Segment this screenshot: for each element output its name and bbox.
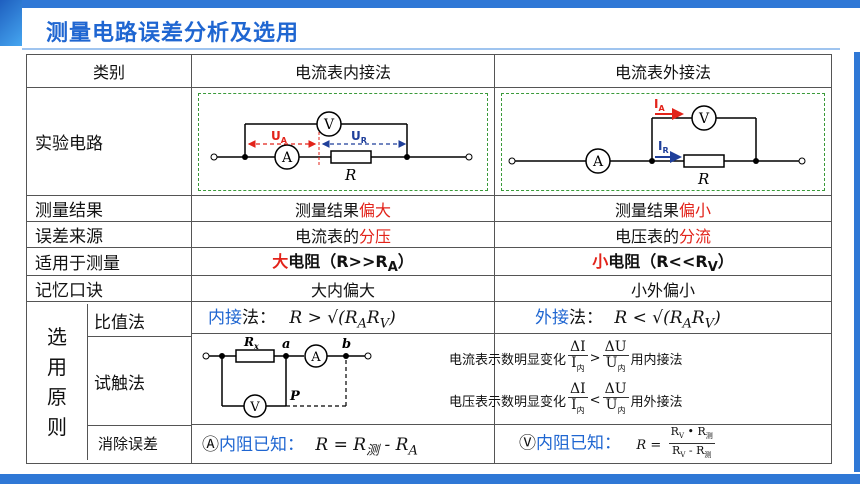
resistor-symbol (330, 149, 372, 164)
cell-inner-result: 测量结果偏大 (191, 195, 495, 222)
label-ratio: 比值法 (88, 304, 191, 338)
label-trial: 试触法 (88, 337, 191, 427)
cell-outer-result: 测量结果偏小 (494, 195, 832, 222)
cell-inner-circuit: V A R UA (191, 87, 495, 196)
node-a-label: a (282, 337, 290, 352)
header-row: 类别 电流表内接法 电流表外接法 (26, 54, 832, 88)
probe-p-label: P (289, 389, 301, 404)
voltmeter-label: V (698, 111, 710, 127)
cell-inner-applies: 大电阻（R>>RA） (191, 246, 495, 277)
ammeter-label: A (592, 154, 604, 170)
row-memory: 记忆口诀 大内偏大 小外偏小 (26, 275, 832, 303)
row-circuit: 实验电路 V A (26, 87, 832, 196)
rx-resistor (235, 349, 275, 363)
inner-circuit-diagram: V A R UA (198, 92, 488, 191)
title-underline (22, 48, 840, 50)
header-outer: 电流表外接法 (494, 54, 832, 88)
right-accent-bar (854, 52, 860, 472)
principle-methods: 比值法 试触法 消除误差 (88, 304, 191, 460)
cell-outer-memory: 小外偏小 (494, 275, 832, 303)
ur-label: UR (351, 129, 367, 145)
cell-inner-source: 电流表的分压 (191, 221, 495, 248)
node-b-label: b (342, 337, 351, 352)
corner-decoration (0, 0, 22, 46)
row-result: 测量结果 测量结果偏大 测量结果偏小 (26, 195, 832, 222)
inner-circuit-svg: V A R UA (210, 110, 473, 184)
label-applies: 适用于测量 (26, 246, 192, 277)
cell-outer-ratio: 外接法： R < √(RARV) (494, 301, 832, 335)
rx-label: Rx (243, 335, 259, 351)
outer-circuit-diagram: A V IA (501, 92, 825, 191)
label-memory: 记忆口诀 (26, 275, 192, 303)
page-title: 测量电路误差分析及选用 (46, 21, 300, 46)
ammeter-label: A (310, 350, 321, 365)
row-applies: 适用于测量 大电阻（R>>RA） 小电阻（R<<RV） (26, 246, 832, 277)
resistor-label: R (344, 166, 356, 184)
bottom-accent-bar (0, 474, 860, 484)
row-trial: Rx a A b V (27, 333, 832, 426)
resistor-label: R (697, 170, 709, 188)
row-ratio: 选 用 原 则 比值法 试触法 消除误差 内接法： R > √(RARV) (26, 301, 832, 464)
resistor-symbol (683, 153, 725, 168)
header-category: 类别 (26, 54, 192, 88)
cell-inner-eliminate: Ⓐ内阻已知： R = R测 - RA (191, 424, 495, 464)
cell-inner-memory: 大内偏大 (191, 275, 495, 303)
outer-circuit-svg: A V IA (508, 97, 806, 188)
label-circuit: 实验电路 (26, 87, 192, 196)
label-result: 测量结果 (26, 195, 192, 222)
ua-label: UA (271, 129, 288, 145)
header-inner: 电流表内接法 (191, 54, 495, 88)
ir-label: IR (658, 139, 669, 155)
label-source: 误差来源 (26, 221, 192, 248)
voltmeter-label: V (323, 117, 335, 133)
cell-outer-applies: 小电阻（R<<RV） (494, 246, 832, 277)
principle-label-cell: 选 用 原 则 比值法 试触法 消除误差 (26, 301, 192, 464)
top-accent-bar (0, 0, 860, 8)
cell-outer-circuit: A V IA (494, 87, 832, 196)
principle-vertical-label: 选 用 原 则 (27, 304, 88, 461)
cell-inner-trial: Rx a A b V (191, 333, 495, 426)
label-eliminate: 消除误差 (98, 434, 159, 453)
cell-inner-ratio: 内接法： R > √(RARV) (191, 301, 495, 335)
comparison-table: 类别 电流表内接法 电流表外接法 实验电路 V (26, 54, 832, 464)
trial-circuit-svg: Rx a A b V (202, 335, 372, 418)
principle-subgrid: 选 用 原 则 比值法 试触法 消除误差 (27, 304, 191, 461)
row-source: 误差来源 电流表的分压 电压表的分流 (26, 221, 832, 248)
cell-outer-source: 电压表的分流 (494, 221, 832, 248)
ia-label: IA (654, 97, 665, 113)
voltmeter-label: V (249, 400, 260, 415)
title-bar: 测量电路误差分析及选用 (22, 14, 842, 48)
ammeter-label: A (281, 150, 293, 166)
